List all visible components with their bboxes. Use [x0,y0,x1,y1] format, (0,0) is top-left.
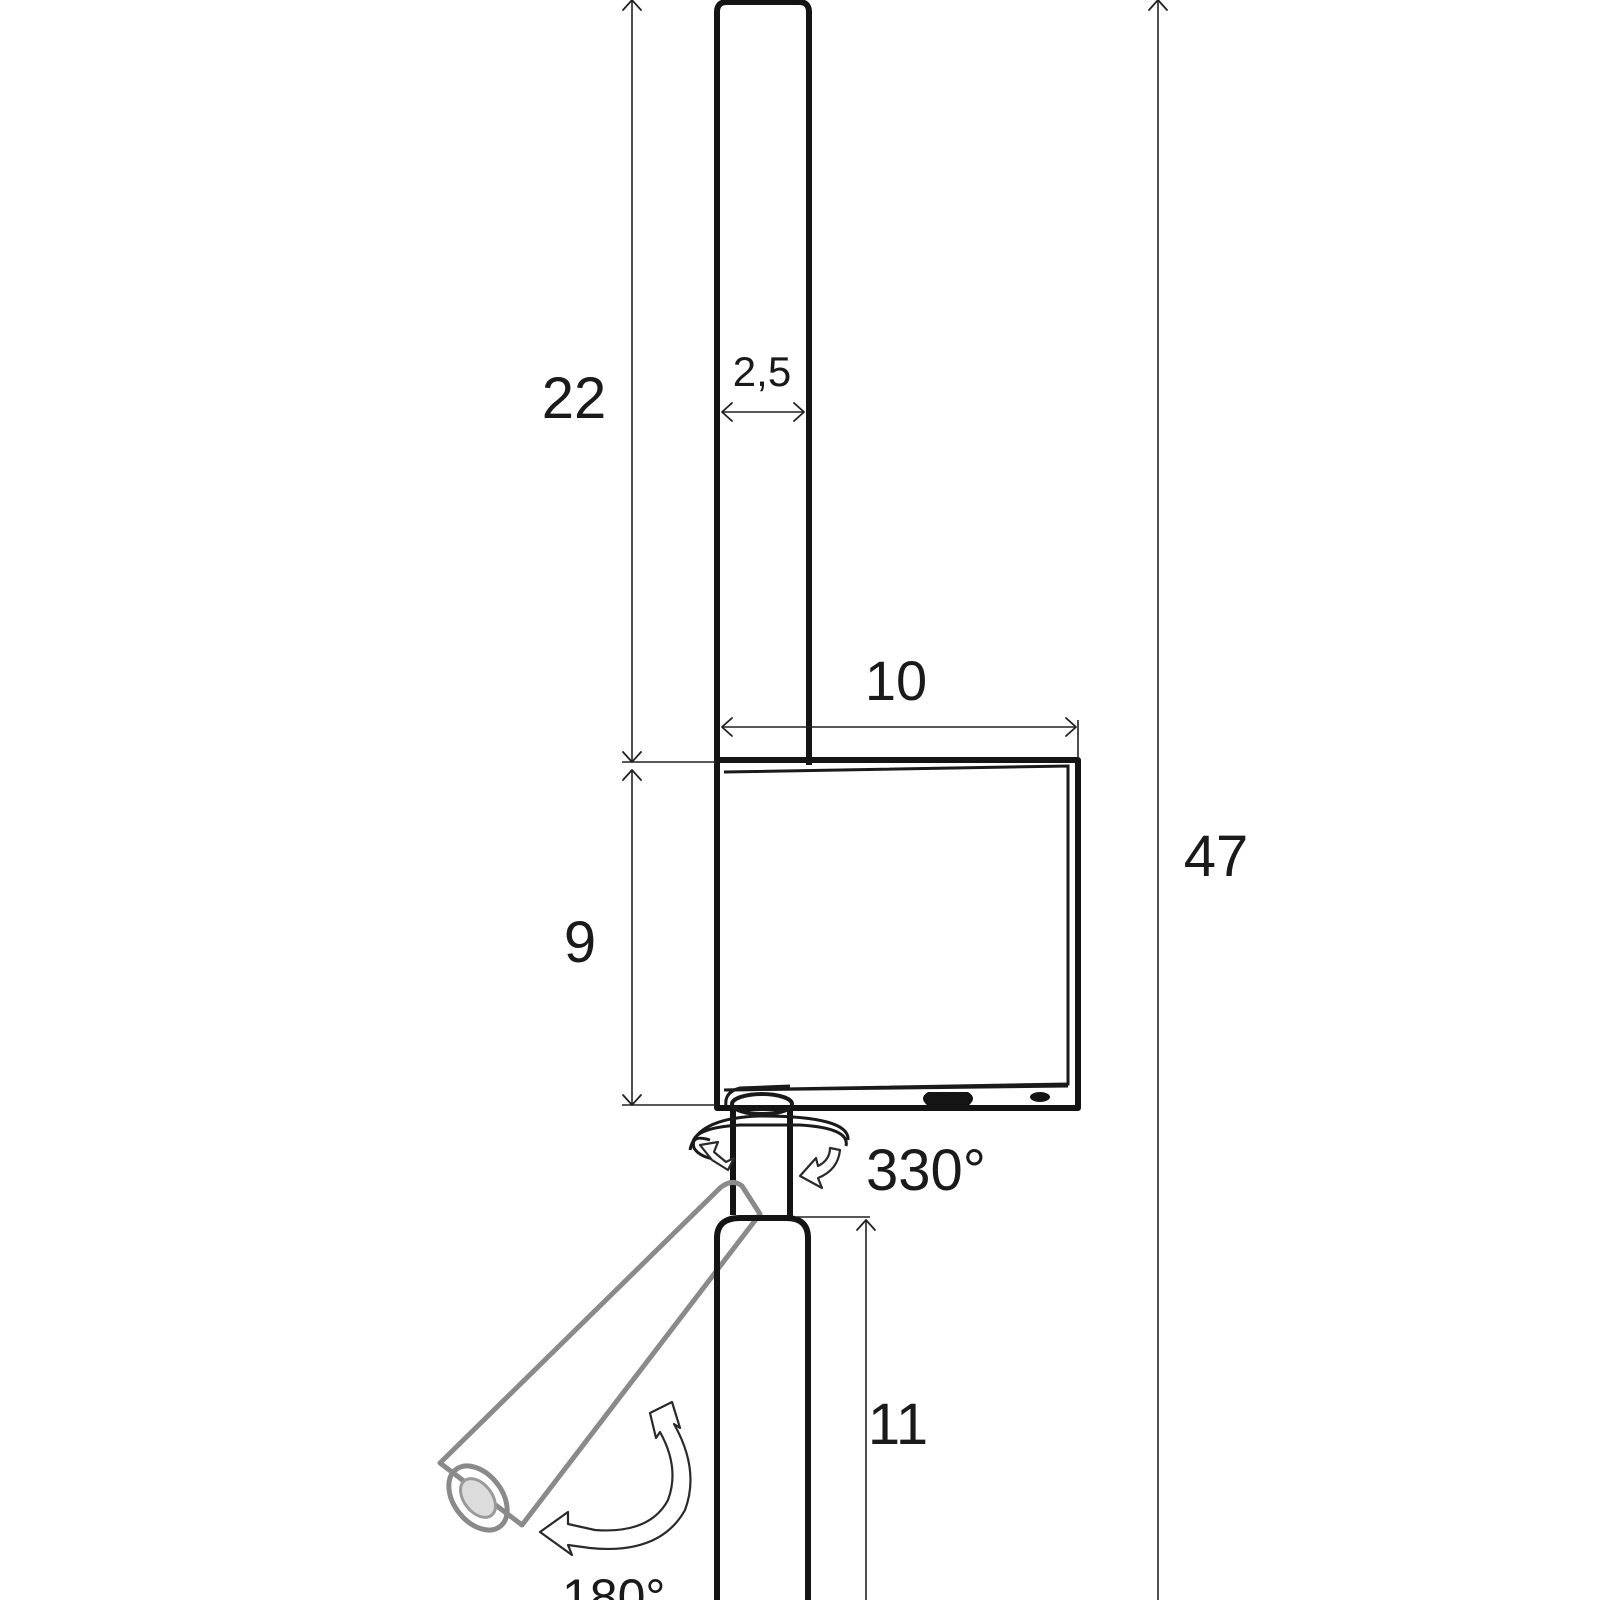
swivel-arrow-right [798,1146,842,1190]
label-box-width: 10 [865,649,927,712]
label-lower-tube: 11 [868,1392,928,1457]
tilted-lamp-tube [437,1180,763,1533]
dim-box-width [721,717,1079,758]
tilt-arrow [538,1400,692,1557]
label-swivel-rotation: 330° [866,1138,986,1203]
housing-box [714,757,1081,1111]
label-box-height: 9 [564,910,596,975]
swivel-arrow-left [698,1140,736,1172]
label-total-height: 47 [1184,824,1249,889]
box-screw [1030,1092,1050,1102]
label-rod-width: 2,5 [733,348,791,395]
dim-box-height [622,769,716,1106]
dim-total-height [1148,0,1168,1600]
lower-tube [714,1215,811,1600]
upper-rod [714,0,812,765]
box-connector-port [923,1092,973,1106]
label-rod-length: 22 [542,366,607,431]
dim-lower-tube [796,1216,876,1600]
label-tilt-rotation: 180° [562,1569,665,1600]
dim-rod-length [622,0,716,763]
dim-rod-width [721,402,805,422]
